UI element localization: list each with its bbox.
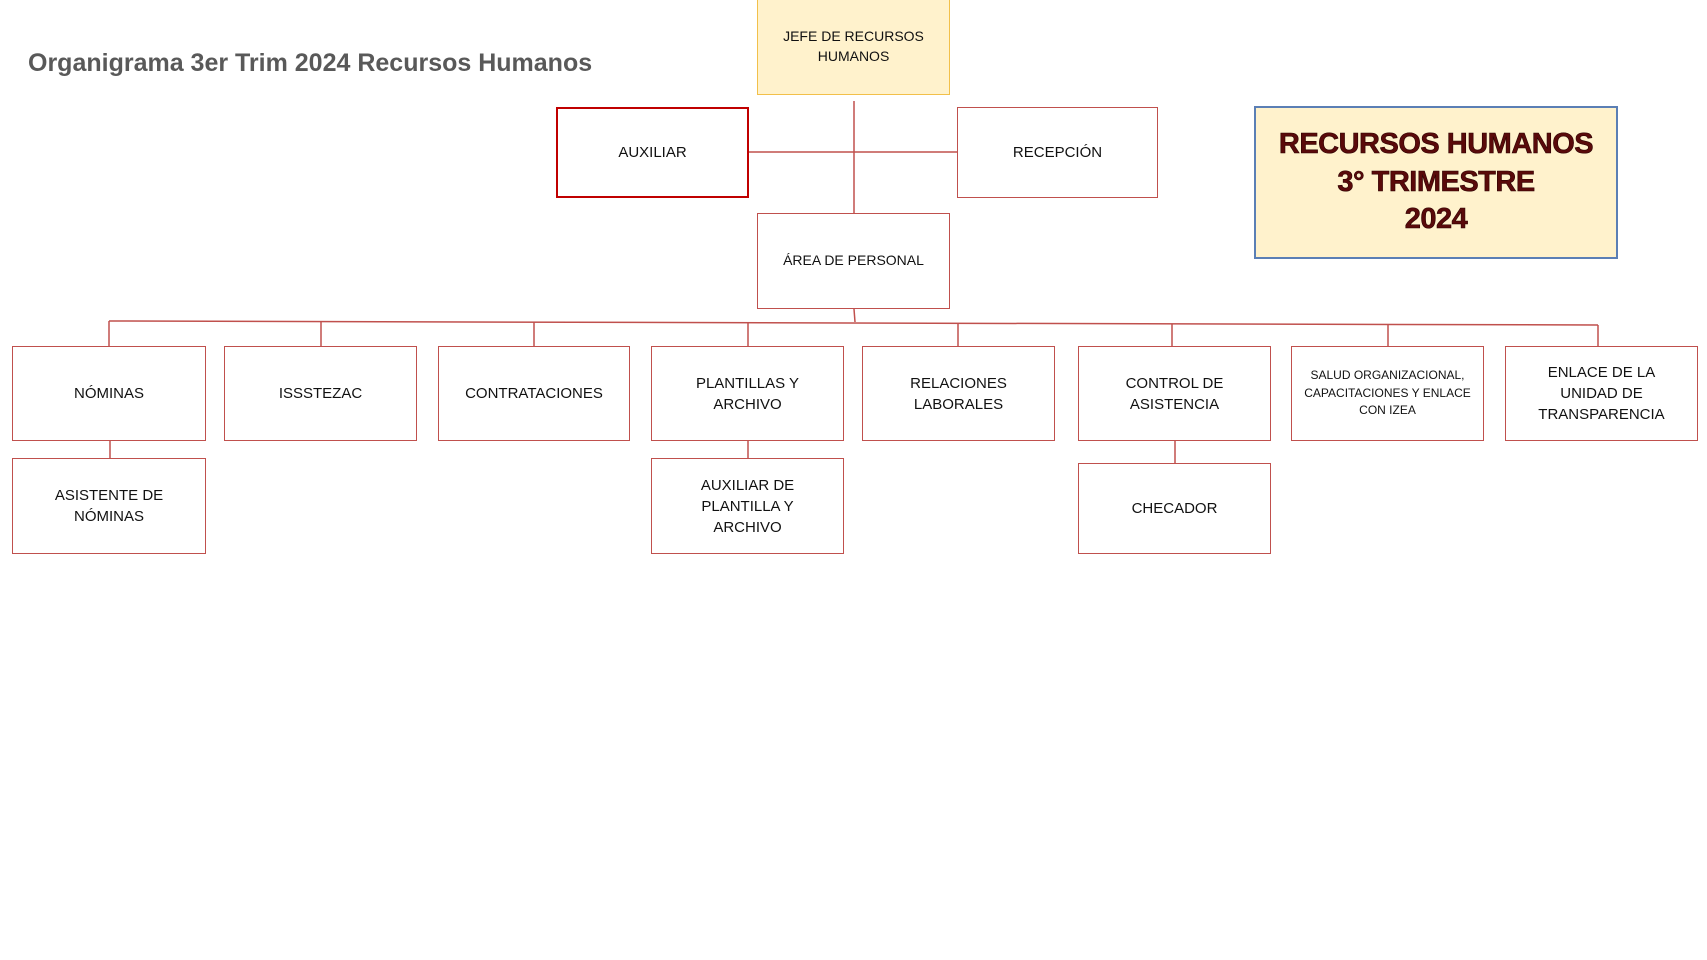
node-label: ISSSTEZAC [278,385,363,402]
node-label: PLANTILLAS Y ARCHIVO [695,374,800,413]
node-control-de-asistencia: CONTROL DE ASISTENCIA [1078,346,1271,441]
node-checador: CHECADOR [1078,463,1271,554]
connector [853,308,856,323]
node-label: RECEPCIÓN [1012,144,1103,161]
node-label: AUXILIAR [618,144,687,161]
node-asistente-de-nominas: ASISTENTE DE NÓMINAS [12,458,206,554]
period-badge: RECURSOS HUMANOS 3° TRIMESTRE 2024 [1254,106,1618,259]
node-label: ASISTENTE DE NÓMINAS [54,487,164,525]
node-jefe-recursos-humanos: JEFE DE RECURSOS HUMANOS [757,0,950,95]
connector [108,320,1599,326]
node-label: CHECADOR [1131,500,1218,517]
node-label: JEFE DE RECURSOS HUMANOS [783,27,924,64]
node-auxiliar-de-plantilla: AUXILIAR DE PLANTILLA Y ARCHIVO [651,458,844,554]
node-label: AUXILIAR DE PLANTILLA Y ARCHIVO [700,476,795,536]
node-label: SALUD ORGANIZACIONAL, CAPACITACIONES Y E… [1304,368,1471,418]
node-contrataciones: CONTRATACIONES [438,346,630,441]
badge-line-3: 2024 [1404,203,1468,236]
badge-line-2: 3° TRIMESTRE [1337,165,1535,198]
node-area-de-personal: ÁREA DE PERSONAL [757,213,950,309]
node-plantillas-y-archivo: PLANTILLAS Y ARCHIVO [651,346,844,441]
node-label: NÓMINAS [73,385,144,402]
page-title: Organigrama 3er Trim 2024 Recursos Human… [28,49,593,77]
node-issstezac: ISSSTEZAC [224,346,417,441]
node-label: CONTROL DE ASISTENCIA [1125,374,1224,413]
node-label: CONTRATACIONES [465,385,603,402]
node-salud-organizacional: SALUD ORGANIZACIONAL, CAPACITACIONES Y E… [1291,346,1484,441]
node-auxiliar: AUXILIAR [556,107,749,198]
node-label: RELACIONES LABORALES [910,374,1007,413]
node-label: ENLACE DE LA UNIDAD DE TRANSPARENCIA [1538,364,1665,423]
node-recepcion: RECEPCIÓN [957,107,1158,198]
node-enlace-transparencia: ENLACE DE LA UNIDAD DE TRANSPARENCIA [1505,346,1698,441]
node-relaciones-laborales: RELACIONES LABORALES [862,346,1055,441]
node-nominas: NÓMINAS [12,346,206,441]
badge-line-1: RECURSOS HUMANOS [1278,127,1594,161]
node-label: ÁREA DE PERSONAL [783,252,924,269]
